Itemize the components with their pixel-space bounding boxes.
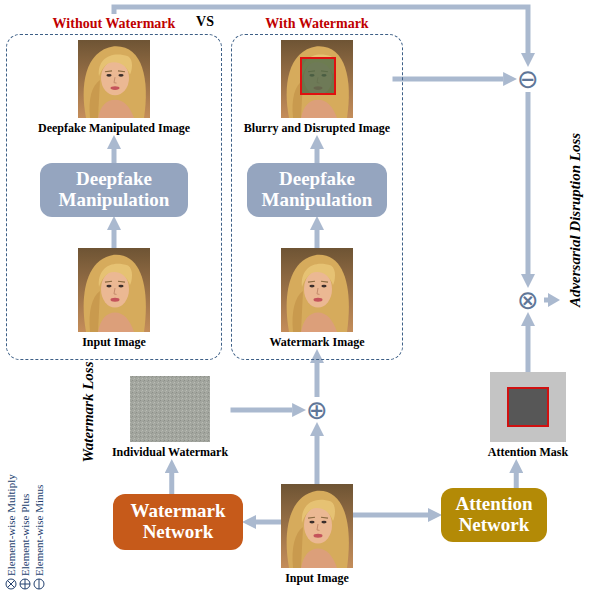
operator-symbol: ⊗ bbox=[516, 287, 540, 313]
image-caption: Individual Watermark bbox=[112, 445, 228, 460]
image-caption: Attention Mask bbox=[488, 445, 568, 460]
image-caption: Input Image bbox=[285, 571, 349, 586]
flow-arrow bbox=[114, 7, 528, 53]
box-label: Deepfake Manipulation bbox=[255, 169, 379, 211]
operator-glyph: ⊖ bbox=[517, 66, 539, 92]
image-panel: Deepfake Manipulated Image bbox=[36, 40, 192, 136]
image-panel: Watermark Image bbox=[268, 248, 367, 350]
flow-arrow bbox=[231, 408, 293, 413]
legend-text: Element-wise Multiply bbox=[4, 474, 18, 576]
flow-arrow bbox=[314, 436, 319, 484]
watermark-texture bbox=[130, 376, 210, 442]
portrait-photo bbox=[281, 248, 353, 332]
label-holder: Watermark Loss bbox=[80, 362, 97, 463]
mask-ground bbox=[490, 372, 566, 442]
legend-entry: Element-wise Multiply bbox=[4, 474, 18, 590]
legend-entry: Element-wise Minus bbox=[32, 485, 46, 590]
legend-symbol bbox=[19, 578, 31, 590]
loss-arrowhead bbox=[548, 293, 560, 307]
flow-arrow bbox=[169, 473, 174, 494]
process-box: Attention Network bbox=[441, 488, 547, 542]
process-box: Deepfake Manipulation bbox=[40, 163, 188, 217]
flow-arrow bbox=[112, 149, 117, 163]
symbol-ring bbox=[34, 579, 44, 589]
dashed-group: Blurry and Disrupted ImageDeepfake Manip… bbox=[231, 14, 403, 360]
image-panel: Input Image bbox=[281, 484, 353, 586]
flow-arrow bbox=[393, 77, 504, 82]
flow-arrow bbox=[112, 230, 117, 248]
flow-arrow bbox=[514, 473, 519, 488]
group-heading: Without Watermark bbox=[53, 16, 176, 32]
image-caption: Deepfake Manipulated Image bbox=[38, 121, 190, 136]
flow-arrow bbox=[525, 326, 530, 372]
flow-arrow bbox=[314, 363, 319, 397]
dashed-group: Deepfake Manipulated ImageDeepfake Manip… bbox=[6, 14, 222, 360]
flow-arrow bbox=[525, 92, 530, 274]
portrait-photo bbox=[78, 248, 150, 332]
portrait-photo bbox=[78, 40, 150, 118]
image-caption: Input Image bbox=[82, 335, 146, 350]
versus-label: VS bbox=[196, 14, 214, 30]
legend-symbol bbox=[5, 578, 17, 590]
legend-text: Element-wise Minus bbox=[32, 485, 46, 576]
symbol-ring bbox=[20, 579, 30, 589]
symbol-ring bbox=[6, 579, 16, 589]
process-box: Deepfake Manipulation bbox=[247, 163, 387, 217]
image-caption: Watermark Image bbox=[270, 335, 365, 350]
group-heading: With Watermark bbox=[265, 16, 368, 32]
image-panel: Attention Mask bbox=[486, 372, 571, 460]
loss-label: Watermark Loss bbox=[80, 362, 97, 463]
box-label: Attention Network bbox=[449, 494, 539, 536]
flow-arrow bbox=[315, 230, 320, 248]
portrait-photo bbox=[281, 40, 353, 118]
flow-arrow bbox=[256, 520, 281, 525]
symbol-mark bbox=[39, 579, 40, 589]
operator-glyph: ⊗ bbox=[517, 287, 539, 313]
symbol-mark bbox=[8, 581, 15, 588]
label-holder: Adversarial Disruption Loss bbox=[567, 133, 584, 307]
operator-glyph: ⊕ bbox=[306, 397, 328, 423]
label-holder: VS bbox=[196, 14, 214, 30]
flow-arrow bbox=[353, 513, 428, 518]
legend-symbol bbox=[33, 578, 45, 590]
legend-entry: Element-wise Plus bbox=[18, 494, 32, 590]
disruption-box bbox=[301, 58, 335, 94]
image-panel: Individual Watermark bbox=[110, 376, 231, 460]
image-panel: Input Image bbox=[78, 248, 150, 350]
flow-arrow bbox=[315, 149, 320, 163]
portrait-photo bbox=[281, 484, 353, 568]
operator-symbol: ⊖ bbox=[516, 66, 540, 92]
image-caption: Blurry and Disrupted Image bbox=[244, 121, 390, 136]
legend-text: Element-wise Plus bbox=[18, 494, 32, 576]
image-panel: Blurry and Disrupted Image bbox=[242, 40, 393, 136]
loss-label: Adversarial Disruption Loss bbox=[567, 133, 584, 307]
box-label: Deepfake Manipulation bbox=[48, 169, 180, 211]
box-label: Watermark Network bbox=[121, 501, 235, 543]
operator-symbol: ⊕ bbox=[305, 397, 329, 423]
mask-region bbox=[508, 388, 548, 426]
process-box: Watermark Network bbox=[113, 494, 243, 550]
symbol-mark bbox=[20, 579, 30, 589]
